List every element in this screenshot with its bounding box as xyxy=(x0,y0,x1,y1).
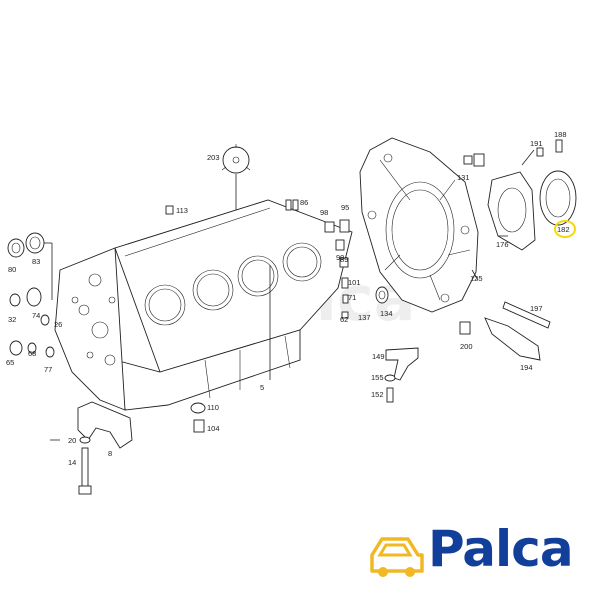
label-65: 65 xyxy=(6,358,14,367)
label-152: 152 xyxy=(371,390,384,399)
label-191: 191 xyxy=(530,139,543,148)
label-26: 26 xyxy=(54,320,62,329)
label-182: 182 xyxy=(557,225,570,234)
label-71: 71 xyxy=(348,293,356,302)
label-83: 83 xyxy=(32,257,40,266)
label-155: 155 xyxy=(371,373,384,382)
palca-logo xyxy=(370,537,424,577)
label-90: 90 xyxy=(336,253,344,262)
highlight-ring xyxy=(554,220,576,238)
label-101: 101 xyxy=(348,278,361,287)
label-86: 86 xyxy=(300,198,308,207)
label-80: 80 xyxy=(8,265,16,274)
label-125: 125 xyxy=(470,274,483,283)
label-110: 110 xyxy=(207,403,219,412)
logo-wordmark: Palca xyxy=(428,520,574,578)
rear-oil-seal xyxy=(539,170,577,226)
small-parts xyxy=(7,139,563,495)
label-89: 89 xyxy=(340,255,348,264)
label-104: 104 xyxy=(207,424,220,433)
label-137: 137 xyxy=(358,313,371,322)
car-icon xyxy=(370,537,424,577)
label-203: 203 xyxy=(207,153,220,162)
label-200: 200 xyxy=(460,342,473,351)
seal-cover xyxy=(487,171,536,251)
bell-housing xyxy=(359,137,479,313)
label-8: 8 xyxy=(108,449,112,458)
label-68: 68 xyxy=(28,349,36,358)
label-77: 77 xyxy=(44,365,52,374)
label-149: 149 xyxy=(372,352,385,361)
label-14: 14 xyxy=(68,458,76,467)
part-labels: 203 113 86 98 95 90 89 101 71 62 137 80 … xyxy=(6,130,570,467)
leader-lines xyxy=(50,149,535,441)
label-62: 62 xyxy=(340,315,348,324)
label-131: 131 xyxy=(457,173,470,182)
label-194: 194 xyxy=(520,363,533,372)
label-176: 176 xyxy=(496,240,509,249)
label-113: 113 xyxy=(176,206,188,215)
label-134: 134 xyxy=(380,309,393,318)
label-98: 98 xyxy=(320,208,328,217)
label-20: 20 xyxy=(68,436,76,445)
label-32: 32 xyxy=(8,315,16,324)
label-74: 74 xyxy=(32,311,40,320)
label-95: 95 xyxy=(341,203,349,212)
label-197: 197 xyxy=(530,304,543,313)
label-188: 188 xyxy=(554,130,567,139)
label-5: 5 xyxy=(260,383,264,392)
engine-block xyxy=(54,199,353,411)
